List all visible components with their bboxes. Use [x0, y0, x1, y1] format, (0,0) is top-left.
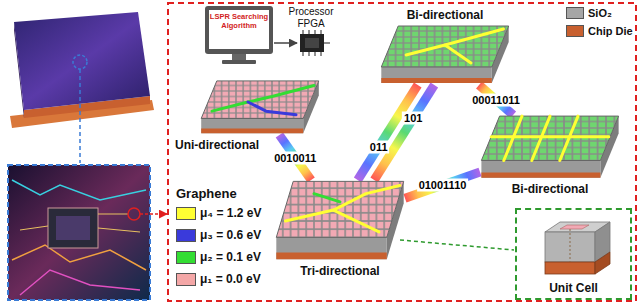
panel-slab [200, 80, 320, 135]
metasurface-panel: Bi-directional [380, 25, 510, 85]
leader-line [400, 240, 514, 250]
unit-cell-illustration [545, 222, 610, 274]
panel-slab [380, 25, 510, 85]
panel-slab [480, 115, 620, 180]
metasurface-panel: Tri-directional [275, 180, 405, 262]
legend-row: μ₃ = 0.6 eV [176, 228, 261, 242]
legend-row: Chip Die [566, 25, 633, 37]
computer-icon [205, 6, 297, 64]
legend-text: μ₄ = 1.2 eV [200, 206, 261, 220]
legend-row: SiO₂ [566, 7, 612, 19]
processor-label: Processor FPGA [280, 6, 342, 30]
bit-string: 01001110 [417, 179, 469, 192]
bit-string: 0010011 [272, 151, 318, 164]
metasurface-panel: Bi-directional [480, 115, 620, 180]
legend-text: μ₂ = 0.1 eV [200, 250, 261, 264]
legend-text: μ₃ = 0.6 eV [200, 228, 261, 242]
legend-row: μ₂ = 0.1 eV [176, 250, 261, 264]
legend-swatch [176, 207, 196, 220]
legend-row: μ₁ = 0.0 eV [176, 272, 261, 286]
legend-swatch [176, 273, 196, 286]
bit-string: 011 [368, 140, 390, 153]
beam-connector [358, 85, 418, 180]
legend-text: SiO₂ [588, 7, 612, 19]
panel-label: Uni-directional [175, 138, 259, 152]
legend-swatch [566, 25, 584, 37]
unit-cell-box: Unit Cell [515, 208, 632, 300]
legend-text: Chip Die [588, 25, 633, 37]
box-label: Unit Cell [549, 281, 598, 295]
beam-connector [405, 172, 480, 198]
legend-row: μ₄ = 1.2 eV [176, 206, 261, 220]
legend-swatch [176, 229, 196, 242]
processor-chip [300, 30, 330, 56]
legend-text: μ₁ = 0.0 eV [200, 272, 261, 286]
bit-string: 101 [402, 112, 424, 125]
panel-label: Tri-directional [300, 264, 379, 278]
legend-swatch [566, 7, 584, 19]
chip-photo [10, 12, 154, 163]
zoom-photo [8, 165, 167, 300]
frame [168, 3, 636, 301]
panel-label: Bi-directional [407, 8, 484, 22]
legend-swatch [176, 251, 196, 264]
screen-text: LSPR Searching Algorithm [209, 12, 269, 30]
legend-heading: Graphene [176, 186, 237, 201]
panel-slab [275, 180, 405, 262]
bit-string: 00011011 [470, 94, 522, 107]
metasurface-panel: Uni-directional [200, 80, 320, 135]
panel-label: Bi-directional [512, 182, 589, 196]
